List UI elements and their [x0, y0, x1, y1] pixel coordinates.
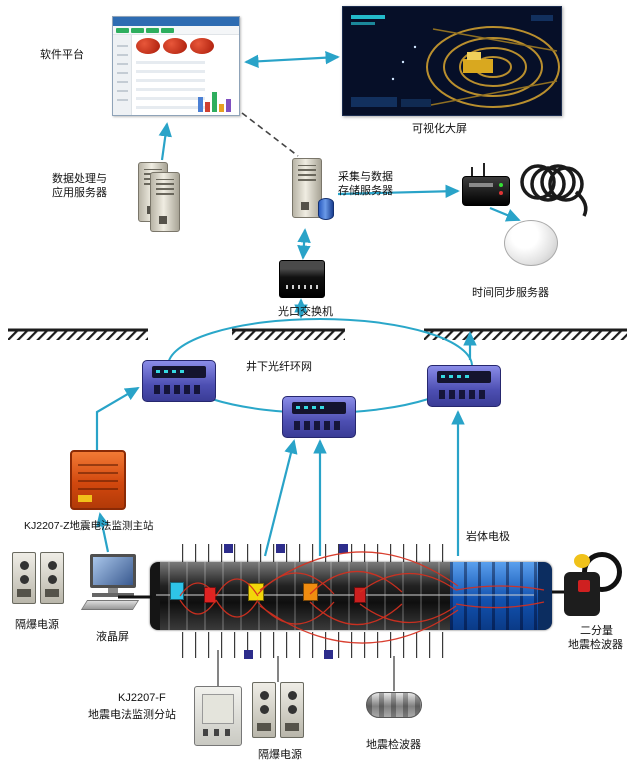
app-server-tower-icon [150, 172, 180, 232]
label-main-station: KJ2207-Z地震电法监测主站 [24, 520, 154, 532]
label-geophone: 地震检波器 [366, 739, 421, 751]
label-storage-server-2: 存储服务器 [338, 185, 393, 197]
label-rock-electrode: 岩体电极 [466, 531, 510, 543]
sensor-block-red [204, 587, 216, 603]
flameproof-power-bottom-b [280, 682, 304, 738]
label-substation-2: 地震电法监测分站 [88, 709, 176, 721]
module-screen [437, 371, 491, 383]
dashed-link [241, 112, 299, 157]
label-substation-1: KJ2207-F [118, 692, 166, 704]
bar-icon [205, 102, 210, 112]
geophone-body [564, 572, 600, 616]
ground-hatch [8, 328, 627, 340]
sensor-block-cyan [170, 582, 184, 600]
toolbar-chip [116, 28, 129, 33]
sensor-block-orange [303, 583, 318, 601]
thumb-barchart [198, 92, 231, 112]
gps-dome-antenna-icon [504, 220, 558, 266]
gauge-icon [163, 38, 187, 54]
label-lcd: 液晶屏 [96, 631, 129, 643]
software-platform-thumbnail [112, 16, 240, 116]
label-storage-server-1: 采集与数据 [338, 171, 393, 183]
label-fiber-ring: 井下光纤环网 [246, 361, 312, 373]
tunnel-right-cap [538, 562, 552, 630]
label-two-comp-2: 地震检波器 [568, 639, 623, 651]
thumb-toolbar [113, 26, 239, 35]
gauge-icon [136, 38, 160, 54]
thumb-main [132, 35, 239, 115]
label-visual-screen: 可视化大屏 [412, 123, 467, 135]
label-switch: 光口交换机 [278, 306, 333, 318]
arrow-software-bigscreen [244, 50, 340, 69]
storage-server-tower-icon [292, 158, 322, 218]
flameproof-power-left-b [40, 552, 64, 604]
lcd-screen [90, 554, 136, 588]
geophone-icon [366, 692, 422, 718]
arrow-server-software [158, 122, 172, 161]
lcd-stand [108, 588, 118, 593]
thumb-sidebar [113, 35, 132, 115]
module-ports [154, 385, 204, 394]
coiled-cable [520, 164, 588, 217]
two-component-geophone-icon [562, 552, 624, 618]
tunnel-axis [156, 594, 534, 596]
lcd-base [92, 593, 134, 597]
toolbar-chip [161, 28, 174, 33]
label-software-platform: 软件平台 [40, 49, 84, 61]
arrow-server-switch [297, 228, 311, 260]
time-sync-receiver-icon [462, 176, 510, 206]
device-tails [217, 650, 395, 691]
toolbar-chip [146, 28, 159, 33]
thumb-gauges [132, 35, 239, 57]
bar-icon [198, 97, 203, 112]
sensor-block-red2 [354, 587, 366, 603]
thumb-body [113, 35, 239, 115]
label-app-server-2: 应用服务器 [52, 187, 107, 199]
optical-switch-icon [279, 260, 325, 298]
geophone-red-element [578, 580, 590, 592]
borehole-tunnel [150, 562, 552, 630]
substation-enclosure-icon [194, 686, 242, 746]
bar-icon [212, 92, 217, 112]
module-ports [439, 390, 489, 399]
flameproof-power-bottom-a [252, 682, 276, 738]
flameproof-power-left-a [12, 552, 36, 604]
bar-icon [226, 99, 231, 112]
visual-bigscreen-thumbnail [342, 6, 562, 116]
tunnel-left-cap [150, 562, 160, 630]
enclosure-panel [202, 694, 234, 724]
toolbar-chip [131, 28, 144, 33]
receiver-antennas [471, 163, 485, 176]
label-power-bottom: 隔爆电源 [258, 749, 302, 761]
geophone-yellow-cap [574, 554, 590, 568]
thumb-titlebar [113, 17, 239, 26]
arrow-receiver-dome [489, 206, 521, 222]
lcd-monitor-icon [80, 554, 144, 618]
thumb-table [136, 61, 205, 109]
label-app-server-1: 数据处理与 [52, 173, 107, 185]
bigscreen-graphic [351, 15, 560, 108]
gauge-icon [190, 38, 214, 54]
label-two-comp-1: 二分量 [580, 625, 613, 637]
ring-module-right [427, 365, 501, 407]
module-screen [292, 402, 346, 414]
enclosure-ports [203, 729, 233, 736]
ring-module-center [282, 396, 356, 438]
tunnel-blue-section [450, 562, 542, 630]
module-screen [152, 366, 206, 378]
arrow-mainstation-module [95, 387, 140, 450]
label-power-left: 隔爆电源 [15, 619, 59, 631]
keyboard-icon [80, 600, 140, 610]
ring-module-left [142, 360, 216, 402]
module-ports [294, 421, 344, 430]
bar-icon [219, 104, 224, 112]
database-cylinder-icon [318, 198, 334, 220]
sensor-block-yellow [248, 583, 264, 601]
main-station-icon [70, 450, 126, 510]
label-time-sync: 时间同步服务器 [472, 287, 549, 299]
arrow-tunnel-module-a [263, 439, 298, 557]
